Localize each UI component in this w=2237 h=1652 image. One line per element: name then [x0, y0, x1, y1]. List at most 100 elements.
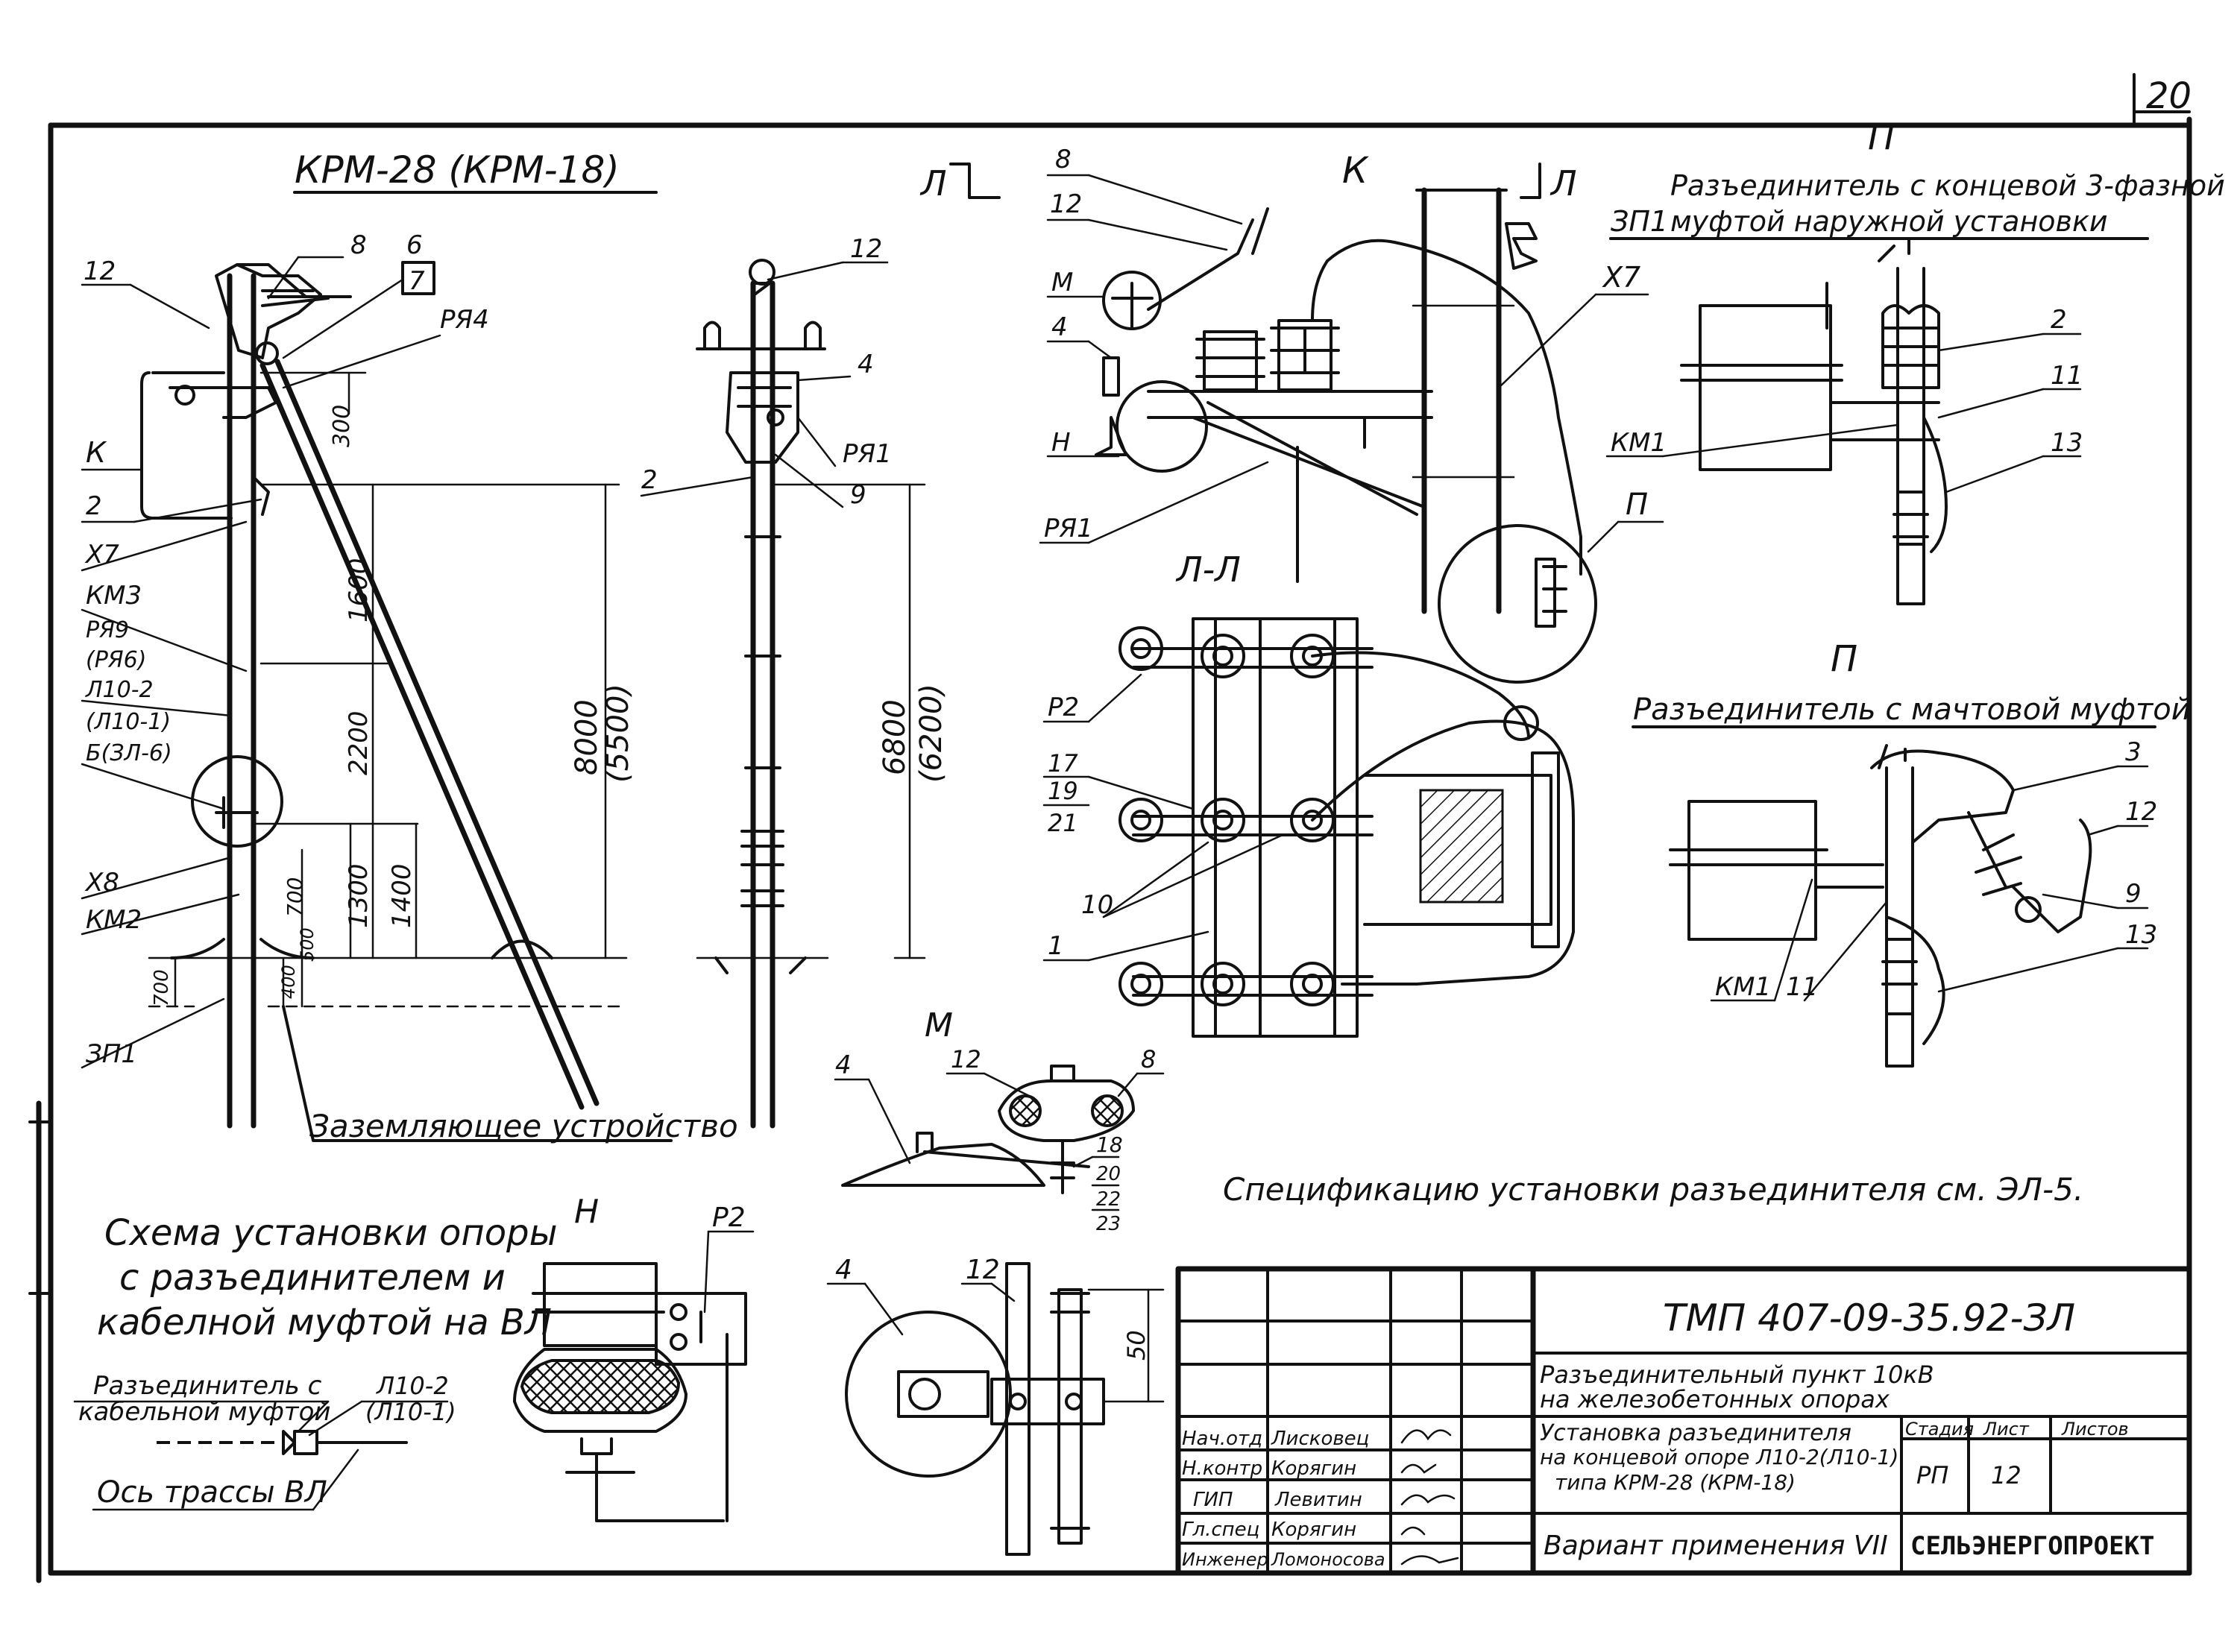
svg-text:3: 3: [2125, 737, 2142, 767]
svg-text:13: 13: [2125, 920, 2157, 950]
svg-text:20: 20: [1096, 1163, 1121, 1185]
detail-bottom: 50 4 12: [826, 1255, 1165, 1556]
dim-1600: 1600: [344, 558, 374, 622]
svg-text:Б(ЗЛ-6): Б(ЗЛ-6): [86, 740, 172, 766]
svg-text:Инженер: Инженер: [1182, 1549, 1268, 1570]
p1-caption-line1: Разъединитель с концевой 3-фазной: [1670, 169, 2225, 202]
svg-text:2: 2: [641, 465, 658, 495]
svg-text:13: 13: [2051, 428, 2083, 458]
svg-text:11: 11: [2051, 361, 2083, 391]
svg-text:22: 22: [1096, 1188, 1121, 1211]
section-L-left: Л: [919, 163, 947, 204]
svg-text:12: 12: [850, 234, 882, 264]
svg-text:Н: Н: [1051, 428, 1071, 458]
svg-text:Гл.спец: Гл.спец: [1182, 1519, 1259, 1541]
p1-zp-label: ЗП1: [1611, 205, 1668, 238]
main-title: КРМ-28 (КРМ-18): [295, 148, 620, 192]
install-line2: на концевой опоре Л10-2(Л10-1): [1540, 1445, 1898, 1469]
svg-text:4: 4: [835, 1255, 852, 1285]
variant-label: Вариант применения VII: [1544, 1530, 1888, 1561]
svg-text:12: 12: [966, 1255, 1000, 1285]
svg-text:12: 12: [2125, 797, 2157, 827]
svg-text:9: 9: [2125, 879, 2142, 909]
stage-value: РП: [1916, 1461, 1948, 1489]
svg-text:4: 4: [835, 1050, 852, 1080]
dim-8000: 8000: [570, 699, 604, 775]
svg-text:Ось трассы ВЛ: Ось трассы ВЛ: [97, 1475, 327, 1510]
svg-text:1: 1: [1048, 931, 1064, 961]
middle-pole-view: Л 6800 (6200) 12 4 РЯ1 2 9: [640, 163, 1001, 1129]
svg-text:11: 11: [1786, 972, 1818, 1002]
view-LL: Л-Л Р2 17 19 21 10 1: [1042, 549, 1575, 1038]
desc-line1: Разъединительный пункт 10кВ: [1540, 1361, 1934, 1389]
svg-text:Листов: Листов: [2061, 1419, 2129, 1440]
dim-6200: (6200): [914, 684, 948, 783]
svg-text:Левитин: Левитин: [1274, 1489, 1362, 1511]
view-P2-title: П: [1831, 638, 1857, 680]
dim-1400: 1400: [387, 863, 417, 928]
title-block: ТМП 407-09-35.92-ЗЛ Разъединительный пун…: [1175, 1266, 2192, 1576]
page-number: 20: [2146, 75, 2192, 117]
svg-text:2: 2: [86, 491, 102, 521]
svg-text:Х7: Х7: [1602, 261, 1640, 294]
svg-text:П: П: [1626, 488, 1648, 522]
dim-6800: 6800: [878, 699, 912, 775]
svg-text:Разъединитель с: Разъединитель с: [93, 1371, 322, 1401]
detail-M-title: М: [925, 1006, 953, 1044]
spec-note: Спецификацию установки разъединителя см.…: [1223, 1171, 2083, 1208]
detail-H-title: Н: [574, 1193, 599, 1231]
svg-text:Лист: Лист: [1983, 1419, 2030, 1440]
svg-text:21: 21: [1048, 809, 1078, 837]
dim-1300: 1300: [344, 863, 374, 928]
svg-text:(Л10-1): (Л10-1): [365, 1398, 456, 1426]
view-P2: П Разъединитель с мачтовой муфтой 3 12 9…: [1632, 638, 2191, 1068]
detail-M: М 4 12 8 18 20 22 23: [834, 1006, 1165, 1235]
view-K: К Л 8: [1039, 145, 1664, 684]
svg-text:50: 50: [1122, 1330, 1151, 1361]
svg-text:РЯ1: РЯ1: [1044, 514, 1093, 543]
svg-text:8: 8: [1141, 1045, 1156, 1074]
install-line3: типа КРМ-28 (КРМ-18): [1555, 1470, 1796, 1495]
doc-code: ТМП 407-09-35.92-ЗЛ: [1663, 1296, 2075, 1340]
sheet-number: 12: [1991, 1461, 2022, 1489]
svg-text:КМ1: КМ1: [1611, 428, 1667, 458]
insulator-stack: [1095, 319, 1340, 456]
svg-text:(Л10-1): (Л10-1): [86, 709, 171, 735]
svg-text:18: 18: [1096, 1132, 1123, 1157]
view-P1: П Разъединитель с концевой 3-фазной ЗП1 …: [1605, 116, 2225, 605]
svg-text:РЯ1: РЯ1: [843, 439, 892, 469]
svg-text:2: 2: [2051, 305, 2067, 335]
dim-400: 400: [278, 965, 299, 999]
svg-text:17: 17: [1048, 749, 1078, 778]
install-line1: Установка разъединителя: [1540, 1420, 1851, 1446]
dim-700-a: 700: [151, 969, 173, 1006]
svg-text:12: 12: [84, 256, 116, 286]
svg-text:4: 4: [1051, 312, 1068, 342]
svg-text:19: 19: [1048, 777, 1078, 805]
detail-H: Н Р2: [513, 1193, 755, 1522]
svg-text:РЯ9: РЯ9: [86, 617, 129, 643]
svg-text:К: К: [86, 436, 107, 469]
svg-text:Схема установки опоры: Схема установки опоры: [104, 1212, 557, 1254]
view-LL-title: Л-Л: [1175, 549, 1241, 590]
desc-line2: на железобетонных опорах: [1540, 1385, 1890, 1413]
svg-text:КМ3: КМ3: [86, 581, 142, 611]
svg-text:23: 23: [1096, 1213, 1121, 1235]
section-L-right: Л: [1549, 163, 1577, 204]
p1-caption-line2: муфтой наружной установки: [1670, 205, 2108, 238]
dim-700-b: 700: [283, 877, 307, 917]
pole-rungs: [740, 535, 784, 907]
svg-text:Нач.отд: Нач.отд: [1182, 1428, 1262, 1450]
dim-2200: 2200: [344, 710, 374, 775]
svg-text:Стадия: Стадия: [1905, 1419, 1974, 1440]
svg-text:М: М: [1051, 268, 1073, 297]
svg-text:12: 12: [951, 1045, 981, 1074]
svg-text:КМ1: КМ1: [1715, 972, 1771, 1002]
svg-text:Л10-2: Л10-2: [376, 1372, 449, 1400]
svg-text:12: 12: [1050, 189, 1082, 219]
scheme-block: Схема установки опоры с разъединителем и…: [73, 1212, 557, 1511]
svg-text:с разъединителем и: с разъединителем и: [119, 1257, 506, 1299]
view-K-title: К: [1342, 150, 1369, 192]
svg-text:7: 7: [409, 266, 425, 296]
svg-text:8: 8: [1055, 145, 1072, 174]
